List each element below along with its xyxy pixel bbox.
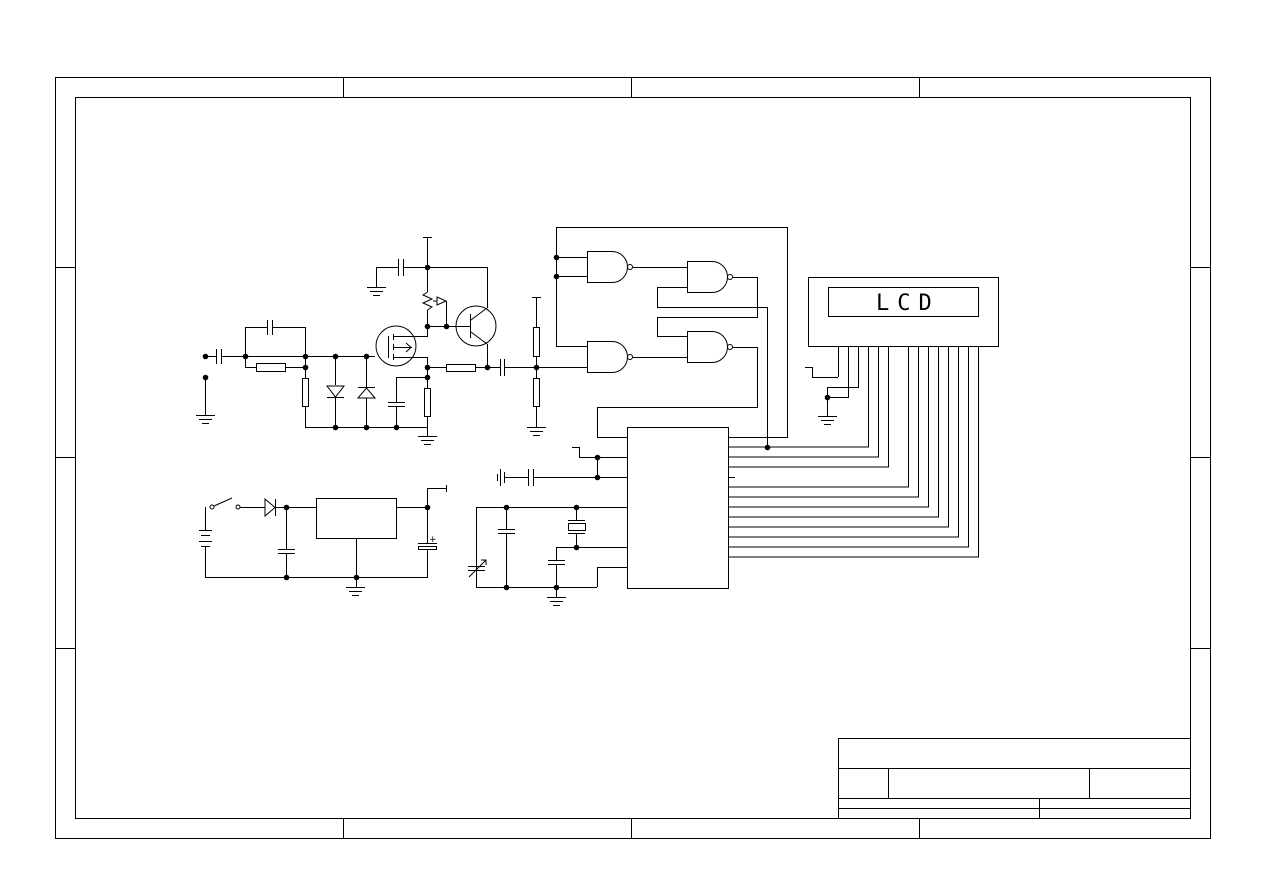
bjt-symbol	[455, 267, 497, 367]
nand-gate-1	[587, 251, 633, 283]
bias-network	[376, 237, 487, 327]
mosfet-symbol	[375, 325, 428, 388]
nand-gate-3	[687, 261, 733, 293]
source-resistor	[424, 364, 500, 436]
gate-wiring	[556, 227, 788, 447]
sheet-frame	[55, 77, 1211, 839]
lcd-pins	[728, 347, 979, 558]
lcd-module	[808, 277, 999, 347]
input-amplifier-stage	[205, 320, 427, 428]
lcd-label: LCD	[876, 291, 940, 316]
mcu-left-wiring	[468, 447, 628, 597]
coupling-and-divider	[500, 297, 587, 427]
power-supply	[199, 485, 447, 587]
title-block	[838, 738, 1191, 819]
microcontroller-ic	[627, 427, 729, 589]
ground-symbols	[196, 287, 837, 606]
nand-gate-4	[687, 331, 733, 363]
nand-gate-2	[587, 341, 633, 373]
junction-dots	[202, 254, 831, 591]
polarity-mark: +	[429, 535, 437, 545]
